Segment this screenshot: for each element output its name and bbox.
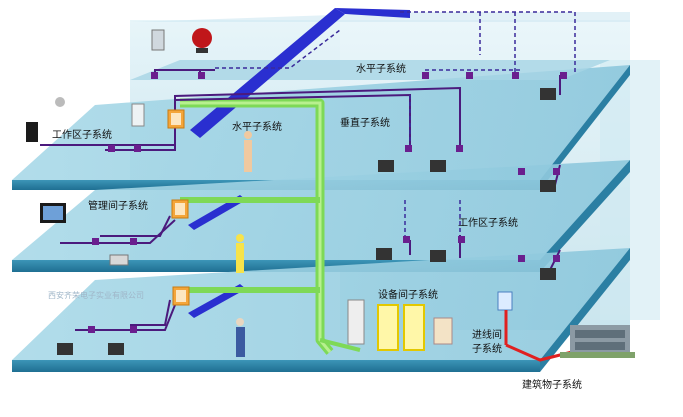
distribution-boxes: [167, 109, 190, 306]
management-subsystem-label: 管理间子系统: [88, 201, 148, 212]
equipment-room-subsystem-label: 设备间子系统: [378, 290, 438, 301]
building-photo: [560, 325, 635, 358]
entrance-subsystem-label-line2: 子系统: [472, 344, 502, 355]
building-subsystem-label: 建筑物子系统: [522, 380, 582, 391]
floor-4-slab: [130, 60, 610, 80]
horizontal-subsystem-label-top: 水平子系统: [356, 64, 406, 75]
computers: [40, 88, 556, 355]
work-area-subsystem-label-left: 工作区子系统: [52, 130, 112, 141]
roof-slab: [130, 12, 630, 22]
top-floor-devices: [26, 28, 212, 266]
equipment-racks: [347, 299, 453, 351]
green-riser: [180, 98, 361, 355]
dashed-cables: [215, 11, 576, 240]
entrance-subsystem-label-line1: 进线间: [472, 330, 502, 341]
work-area-subsystem-label-right: 工作区子系统: [458, 218, 518, 229]
people: [236, 131, 252, 357]
junction-points: [88, 72, 567, 333]
vertical-subsystem-label: 垂直子系统: [340, 118, 390, 129]
company-watermark: 西安齐荣电子实业有限公司: [48, 291, 144, 300]
horizontal-subsystem-label-mid: 水平子系统: [232, 122, 282, 133]
